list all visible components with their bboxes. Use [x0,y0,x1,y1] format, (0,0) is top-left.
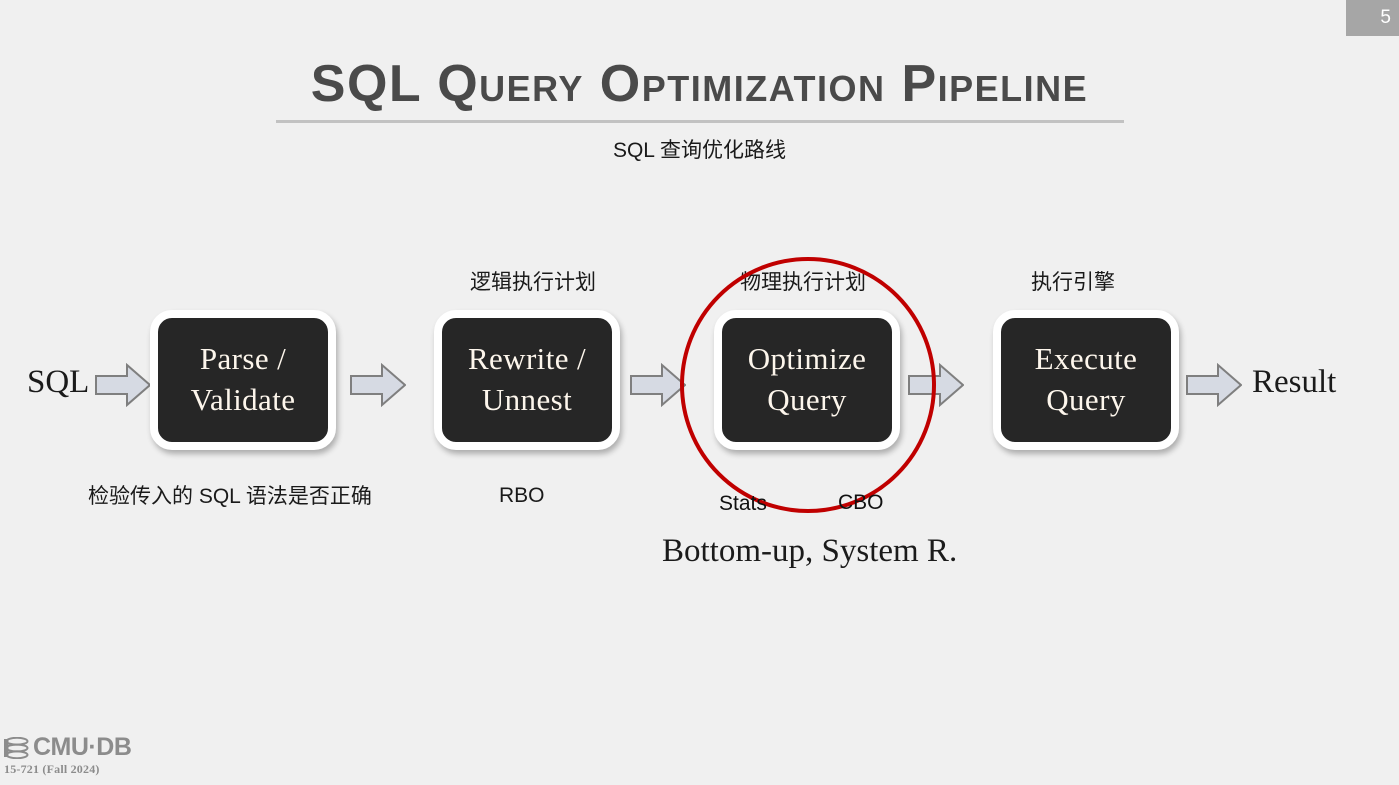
node-top-label-rewrite-unnest: 逻辑执行计划 [470,271,596,294]
page-title: SQL Query Optimization Pipeline [310,55,1089,113]
highlight-circle-annotation [680,257,936,513]
pipeline-node-execute-query[interactable]: Execute Query [993,310,1179,450]
node-bottom-label-rewrite-unnest: RBO [499,484,545,507]
node-line-1: Parse / [199,341,287,377]
slide-number-badge: 5 [1346,0,1399,36]
footer-brand: CMU·DB 15-721 (Fall 2024) [4,735,234,777]
annotation-stats: Stats [719,492,767,515]
annotation-note: Bottom-up, System R. [662,533,958,569]
node-line-2: Query [1046,382,1126,417]
pipeline-input-label: SQL [27,364,90,400]
node-line-2: Validate [190,382,296,417]
node-line-1: Rewrite / [467,341,587,377]
node-line-1: Execute [1034,341,1138,377]
node-bottom-label-parse-validate: 检验传入的 SQL 语法是否正确 [88,485,372,508]
node-top-label-execute-query: 执行引擎 [1031,271,1115,294]
flow-arrow-icon [95,363,151,407]
pipeline-node-parse-validate[interactable]: Parse / Validate [150,310,336,450]
pipeline-node-rewrite-unnest[interactable]: Rewrite / Unnest [434,310,620,450]
course-label: 15-721 (Fall 2024) [4,762,100,776]
pipeline-output-label: Result [1252,364,1337,400]
page-subtitle: SQL 查询优化路线 [612,139,787,162]
flow-arrow-icon [350,363,406,407]
annotation-cbo: CBO [838,491,884,514]
brand-wordmark: CMU·DB [33,733,132,761]
title-divider [276,120,1124,123]
node-line-2: Unnest [481,382,573,417]
database-stack-icon [4,736,30,759]
flow-arrow-icon [1186,363,1242,407]
flow-arrow-icon [630,363,686,407]
